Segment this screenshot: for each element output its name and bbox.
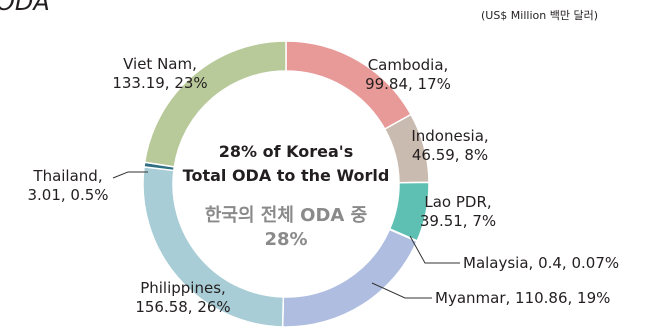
label-cambodia: Cambodia,99.84, 17% [365,56,451,93]
label-lao-pdr-name: Lao PDR, [424,193,491,211]
label-malaysia: Malaysia, 0.4, 0.07% [463,254,619,272]
label-philippines-name: Philippines, [140,279,226,297]
label-philippines-value: 156.58, 26% [135,298,230,316]
center-text-en-line-1: 28% of Korea's [219,142,353,161]
leader-lines [112,171,460,299]
label-myanmar: Myanmar, 110.86, 19% [435,289,610,307]
label-lao-pdr-value: 39.51, 7% [420,212,496,230]
label-viet-nam-value: 133.19, 23% [112,74,207,92]
center-text-ko-line-2: 28% [264,229,307,250]
label-thailand: Thailand,3.01, 0.5% [27,167,108,204]
center-text-ko-line-1: 한국의 전체 ODA 중 [205,205,367,226]
leader-line-malaysia [409,235,460,264]
label-viet-nam-name: Viet Nam, [123,55,197,73]
label-indonesia-name: Indonesia, [411,127,488,145]
leader-line-thailand [112,171,148,179]
center-text-en-line-2: Total ODA to the World [183,166,390,185]
donut-slices [142,40,430,328]
label-viet-nam: Viet Nam,133.19, 23% [112,55,207,92]
label-indonesia-value: 46.59, 8% [412,146,488,164]
label-indonesia: Indonesia,46.59, 8% [411,127,488,164]
slice-labels: Cambodia,99.84, 17% Indonesia,46.59, 8% La… [27,55,619,316]
unit-note: (US$ Million 백만 달러) [481,9,598,22]
chart-title: ODA [0,0,50,16]
label-thailand-name: Thailand, [32,167,102,185]
label-cambodia-name: Cambodia, [368,56,449,74]
center-text: 28% of Korea's Total ODA to the World 한국… [183,142,390,250]
leader-line-myanmar [371,282,432,299]
label-lao-pdr: Lao PDR,39.51, 7% [420,193,496,230]
label-cambodia-value: 99.84, 17% [365,75,451,93]
label-philippines: Philippines,156.58, 26% [135,279,230,316]
label-thailand-value: 3.01, 0.5% [27,186,108,204]
slice-viet-nam [143,40,287,168]
